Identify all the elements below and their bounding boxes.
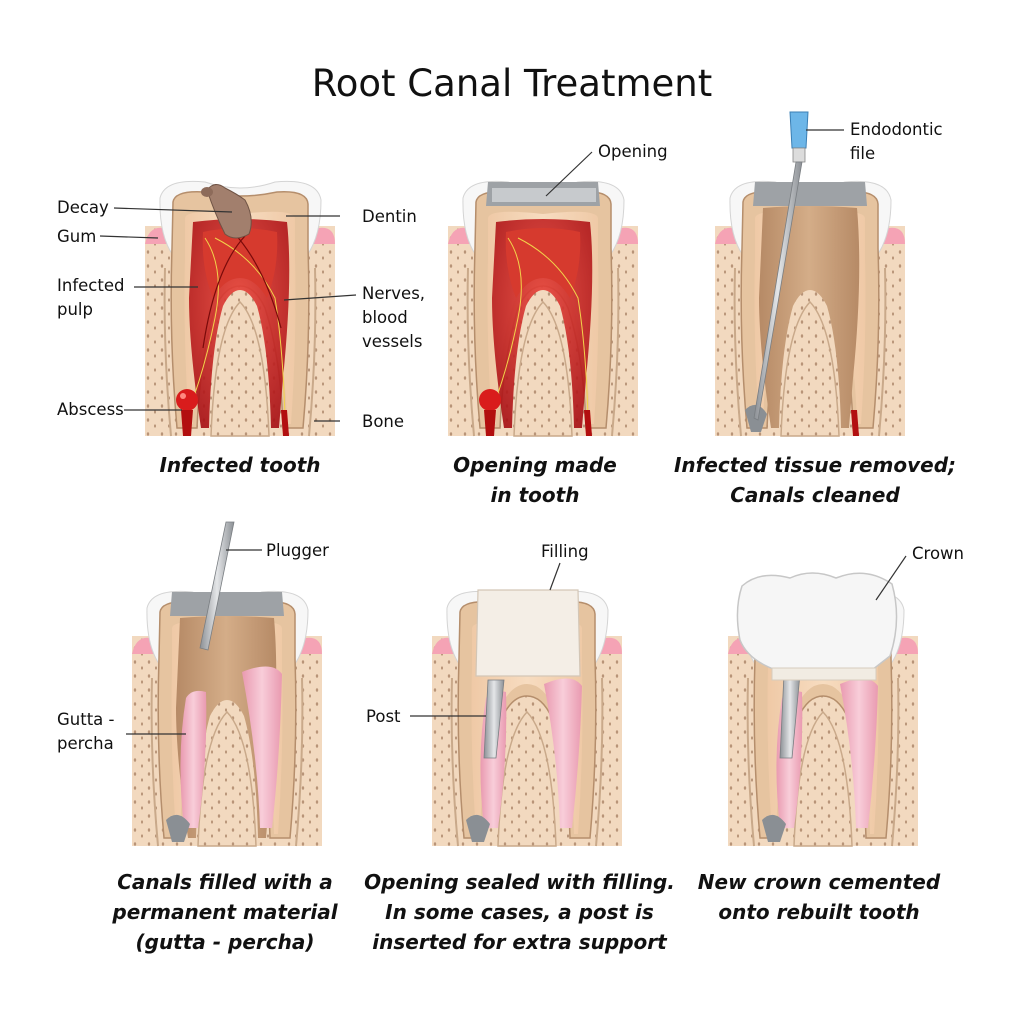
caption-step-3: Infected tissue removed; Canals cleaned bbox=[673, 453, 957, 507]
caption-step-2: Opening made in tooth bbox=[453, 453, 617, 507]
label-infected-pulp: Infected pulp bbox=[57, 276, 125, 319]
filling bbox=[475, 589, 581, 677]
caption-step-1: Infected tooth bbox=[159, 453, 321, 477]
tooth-filled bbox=[131, 590, 323, 847]
label-endodontic-file: Endodontic file bbox=[850, 120, 943, 163]
label-filling: Filling bbox=[541, 542, 589, 561]
crown bbox=[736, 572, 898, 671]
label-abscess: Abscess bbox=[57, 400, 124, 419]
caption-step-5: Opening sealed with filling. In some cas… bbox=[364, 870, 675, 954]
plugger bbox=[199, 521, 235, 651]
caption-step-6: New crown cemented onto rebuilt tooth bbox=[697, 870, 941, 924]
label-bone: Bone bbox=[362, 412, 405, 431]
label-decay: Decay bbox=[57, 198, 109, 217]
leader-lines bbox=[99, 129, 907, 735]
caption-step-4: Canals filled with a permanent material … bbox=[112, 870, 338, 954]
label-nerves: Nerves, blood vessels bbox=[362, 284, 426, 351]
tooth-opening bbox=[447, 180, 639, 437]
label-dentin: Dentin bbox=[362, 207, 417, 226]
tooth-filled-sealed bbox=[431, 590, 623, 847]
endodontic-file bbox=[753, 111, 809, 421]
tooth-cleaned bbox=[714, 180, 906, 437]
diagram-title: Root Canal Treatment bbox=[311, 62, 713, 105]
label-gum: Gum bbox=[57, 227, 97, 246]
label-plugger: Plugger bbox=[266, 541, 329, 560]
label-crown: Crown bbox=[912, 544, 964, 563]
label-opening: Opening bbox=[598, 142, 668, 161]
tooth-infected bbox=[144, 180, 336, 437]
label-post: Post bbox=[366, 707, 401, 726]
tooth-crown bbox=[727, 590, 919, 847]
label-gutta-percha: Gutta - percha bbox=[57, 710, 115, 753]
